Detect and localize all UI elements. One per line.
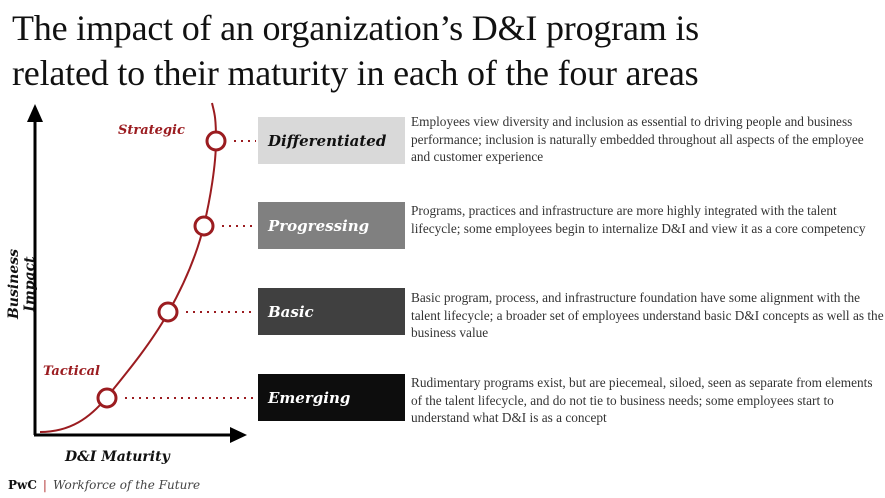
stage-box-emerging: Emerging [258, 374, 405, 421]
title-line-1: The impact of an organization’s D&I prog… [12, 8, 699, 48]
slide-title: The impact of an organization’s D&I prog… [12, 6, 699, 96]
x-axis-arrow [230, 427, 247, 443]
stage-marker-progressing [193, 215, 215, 237]
stage-description-emerging: Rudimentary programs exist, but are piec… [411, 375, 873, 425]
stage-marker-basic [157, 301, 179, 323]
stage-marker-differentiated [205, 130, 227, 152]
footer: PwC | Workforce of the Future [8, 478, 200, 492]
y-axis-arrow [27, 104, 43, 122]
stage-box-basic: Basic [258, 288, 405, 335]
stage-description-progressing: Programs, practices and infrastructure a… [411, 203, 866, 236]
title-line-2: related to their maturity in each of the… [12, 53, 699, 93]
connector-lines [125, 140, 256, 399]
y-axis-label: Business Impact [6, 248, 38, 320]
stage-box-progressing: Progressing [258, 202, 405, 249]
footer-subtitle: Workforce of the Future [52, 478, 201, 492]
stage-marker-emerging [96, 387, 118, 409]
x-axis-label: D&I Maturity [65, 449, 170, 465]
strategic-label: Strategic [118, 123, 185, 138]
footer-brand: PwC [8, 478, 37, 492]
tactical-label: Tactical [43, 364, 100, 379]
stage-description-basic: Basic program, process, and infrastructu… [411, 290, 884, 340]
maturity-curve [39, 102, 218, 433]
stage-box-differentiated: Differentiated [258, 117, 405, 164]
footer-separator: | [42, 478, 47, 492]
stage-description-differentiated: Employees view diversity and inclusion a… [411, 114, 864, 164]
